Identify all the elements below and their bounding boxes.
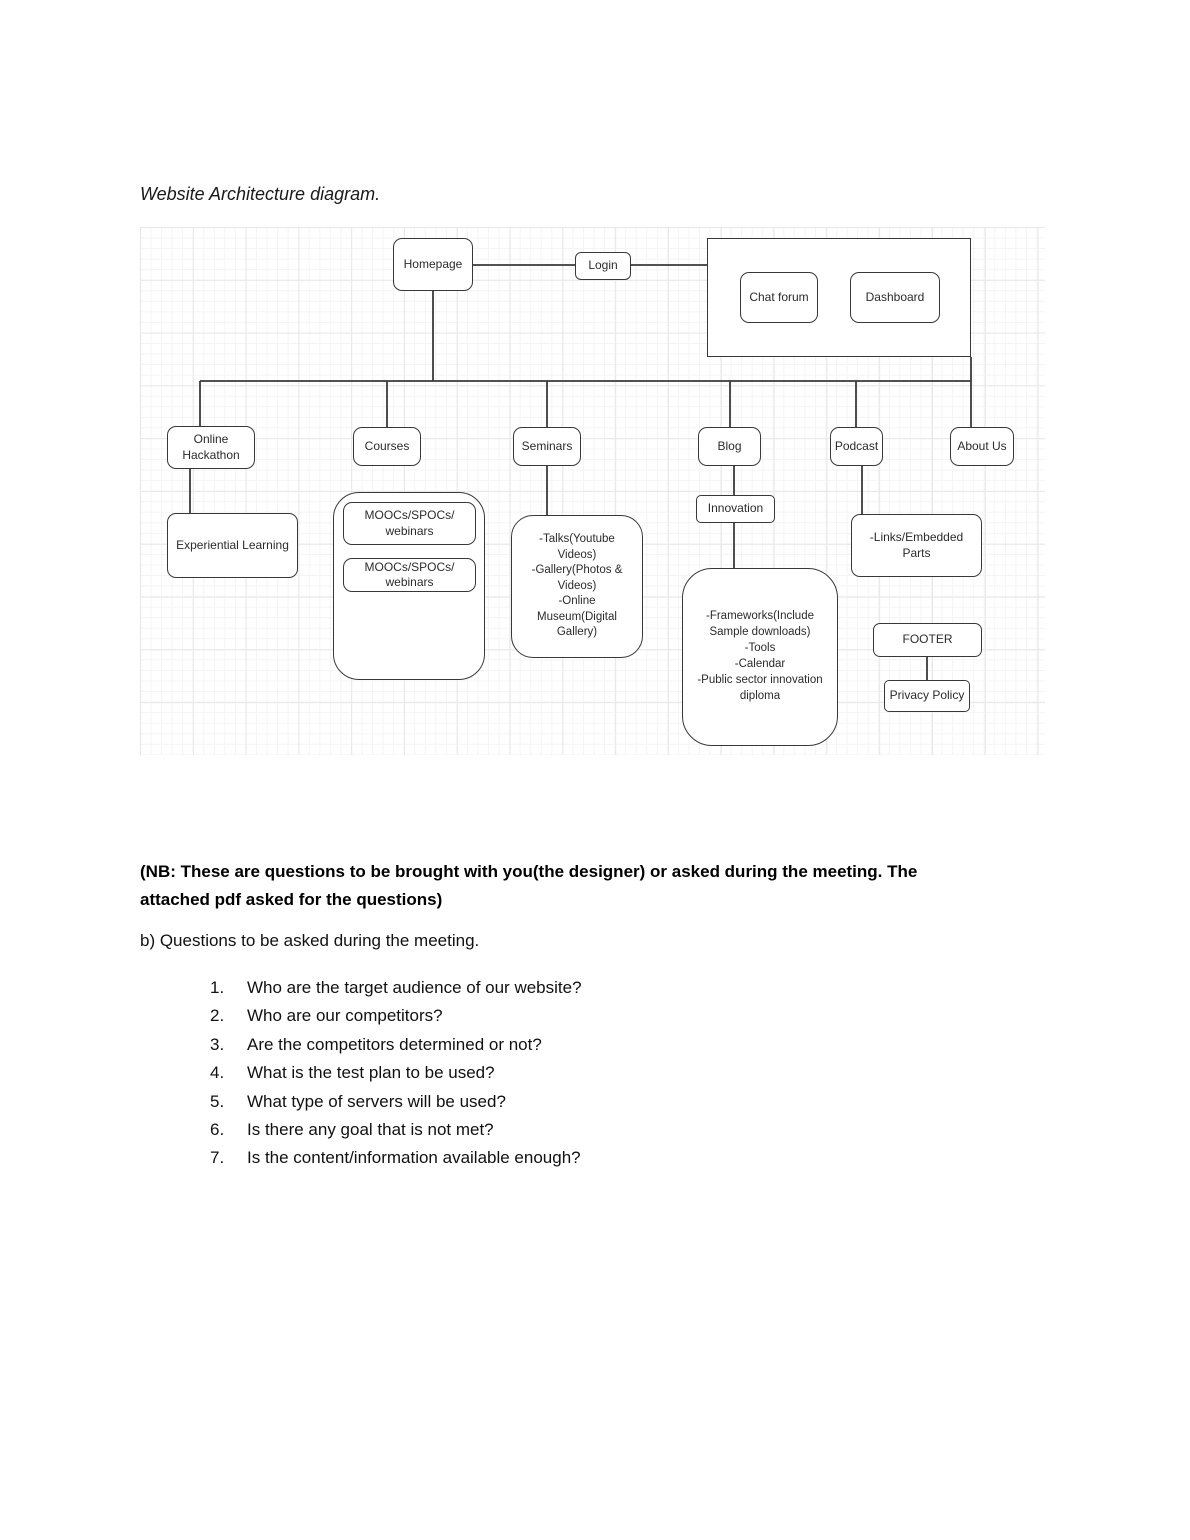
- node-about-us: About Us: [950, 427, 1014, 466]
- node-dashboard-label: Dashboard: [865, 289, 925, 304]
- node-homepage: Homepage: [393, 238, 473, 291]
- question-item: Is the content/information available eno…: [210, 1144, 582, 1172]
- node-experiential-learning-label: Experiential Learning: [176, 537, 289, 552]
- question-item: Who are our competitors?: [210, 1002, 582, 1030]
- question-item: Who are the target audience of our websi…: [210, 974, 582, 1002]
- question-item: What type of servers will be used?: [210, 1088, 582, 1116]
- nb-note-line-1: (NB: These are questions to be brought w…: [140, 862, 918, 881]
- question-item: Are the competitors determined or not?: [210, 1031, 582, 1059]
- node-courses-label: Courses: [364, 438, 410, 453]
- node-blog-label: Blog: [717, 438, 742, 453]
- node-login: Login: [575, 252, 631, 280]
- node-blog: Blog: [698, 427, 761, 466]
- node-footer-label: FOOTER: [902, 632, 953, 647]
- question-text: What is the test plan to be used?: [247, 1063, 495, 1083]
- question-text: Is there any goal that is not met?: [247, 1120, 494, 1140]
- node-courses: Courses: [353, 427, 421, 466]
- node-dashboard: Dashboard: [850, 272, 940, 323]
- website-architecture-diagram: Homepage Login Chat forum Dashboard Onli…: [140, 227, 1045, 755]
- node-privacy-policy: Privacy Policy: [884, 680, 970, 712]
- questions-list: Who are the target audience of our websi…: [210, 974, 582, 1173]
- node-chat-forum: Chat forum: [740, 272, 818, 323]
- nb-note-line-2: attached pdf asked for the questions): [140, 890, 443, 909]
- node-about-us-label: About Us: [957, 438, 1007, 453]
- node-privacy-policy-label: Privacy Policy: [889, 688, 965, 703]
- question-text: What type of servers will be used?: [247, 1091, 506, 1111]
- node-homepage-label: Homepage: [403, 256, 463, 271]
- node-innovation: Innovation: [696, 495, 775, 523]
- node-footer: FOOTER: [873, 623, 982, 657]
- node-moocs-webinars-2: MOOCs/SPOCs/webinars: [343, 558, 476, 592]
- question-text: Are the competitors determined or not?: [247, 1034, 542, 1054]
- node-seminars-label: Seminars: [521, 438, 573, 453]
- node-moocs-webinars-1: MOOCs/SPOCs/webinars: [343, 502, 476, 545]
- node-seminars: Seminars: [513, 427, 581, 466]
- nb-note: (NB: These are questions to be brought w…: [140, 858, 1040, 914]
- question-text: Who are our competitors?: [247, 1006, 443, 1026]
- node-experiential-learning: Experiential Learning: [167, 513, 298, 578]
- question-text: Is the content/information available eno…: [247, 1148, 581, 1168]
- node-podcast: Podcast: [830, 427, 883, 466]
- node-chat-forum-label: Chat forum: [749, 289, 809, 304]
- section-heading: b) Questions to be asked during the meet…: [140, 931, 480, 950]
- question-item: Is there any goal that is not met?: [210, 1116, 582, 1144]
- question-item: What is the test plan to be used?: [210, 1059, 582, 1087]
- node-login-label: Login: [588, 258, 618, 273]
- node-podcast-label: Podcast: [834, 438, 879, 453]
- page-title: Website Architecture diagram.: [140, 184, 381, 204]
- node-innovation-label: Innovation: [707, 501, 764, 516]
- question-text: Who are the target audience of our websi…: [247, 978, 582, 997]
